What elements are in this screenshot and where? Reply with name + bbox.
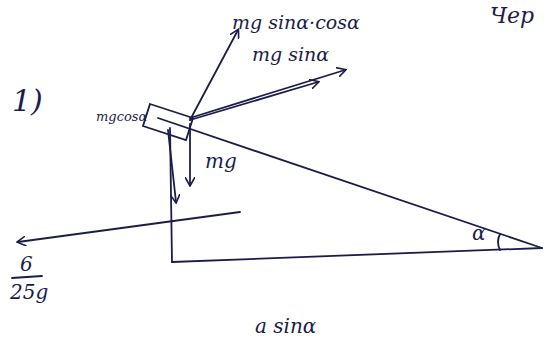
- force-label: mgcosα: [96, 110, 147, 124]
- force-label: a sinα: [255, 315, 316, 337]
- force-label: 1): [12, 84, 43, 117]
- force-label: mg sinα·cosα: [232, 12, 360, 33]
- force-label: 6: [20, 253, 33, 275]
- force-label: mg sinα: [252, 44, 329, 65]
- force-label: mg: [205, 150, 237, 172]
- force-label: Чер: [490, 4, 534, 28]
- force-label: 25g: [10, 281, 48, 303]
- force-label: α: [472, 222, 486, 244]
